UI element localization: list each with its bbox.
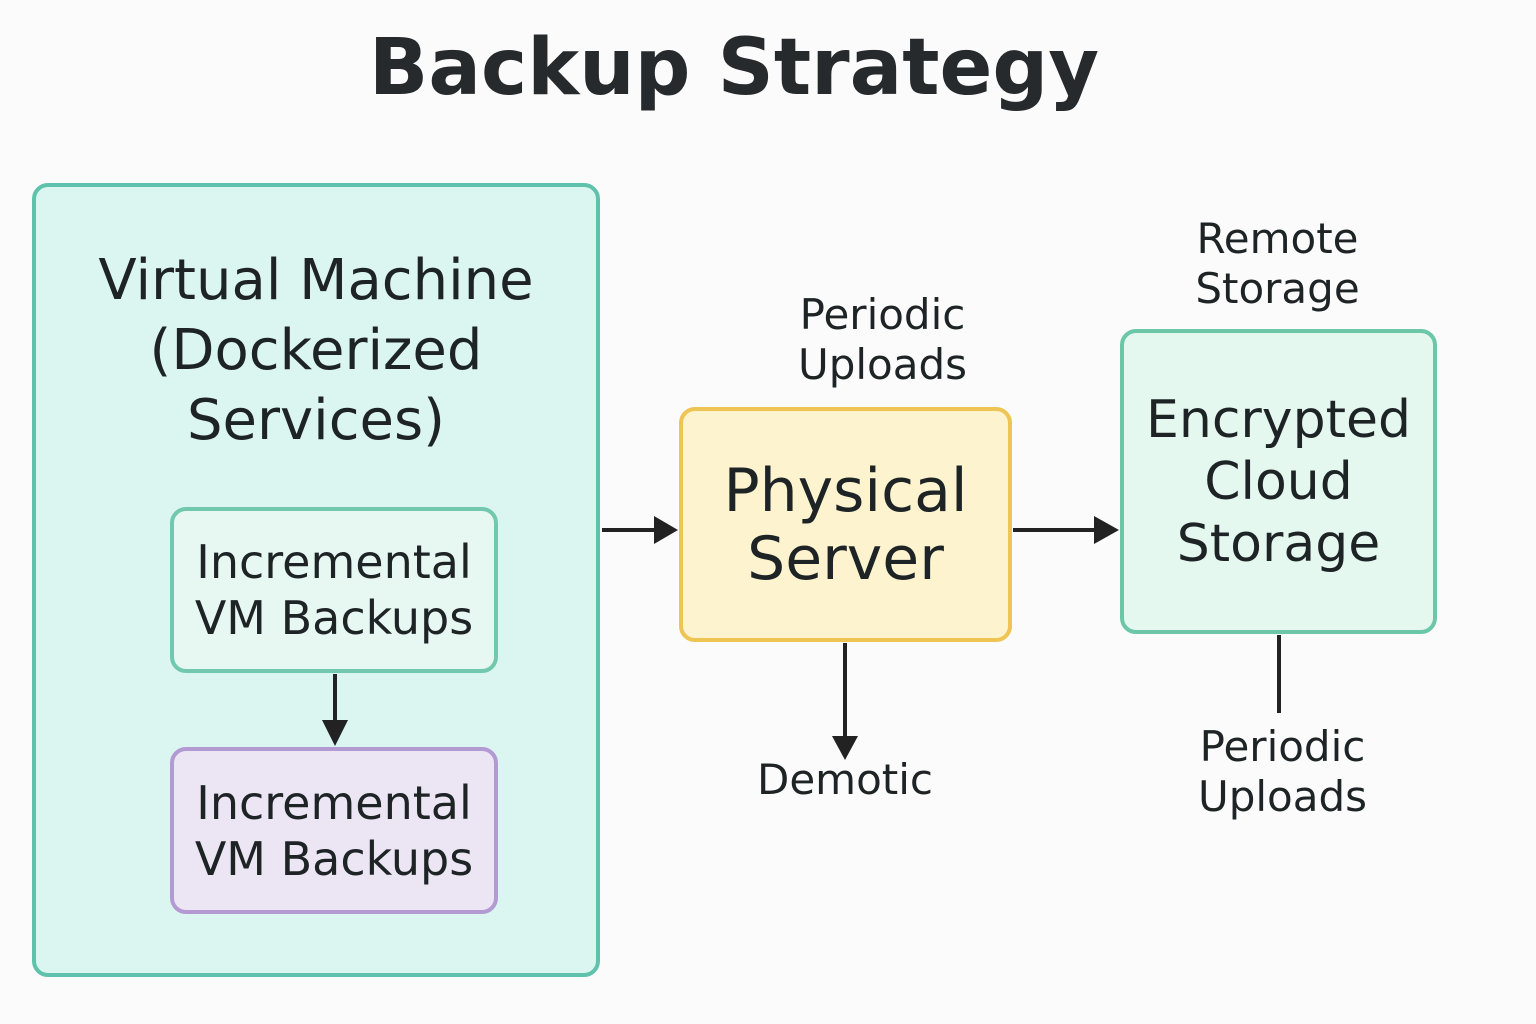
physical-server-box[interactable]: Physical Server <box>679 407 1012 642</box>
periodic-uploads-label-bottom: Periodic Uploads <box>1160 722 1405 822</box>
incremental-backups-1-line: Incremental <box>196 535 472 589</box>
incremental-backups-2-line: Incremental <box>196 775 472 830</box>
virtual-machine-title-line: Services) <box>187 388 445 453</box>
incremental-backups-box-2[interactable]: Incremental VM Backups <box>170 747 498 914</box>
periodic-uploads-label-top: Periodic Uploads <box>760 290 1005 390</box>
periodic-uploads-top-line: Uploads <box>797 340 968 389</box>
encrypted-cloud-storage-box[interactable]: Encrypted Cloud Storage <box>1120 329 1437 634</box>
virtual-machine-title: Virtual Machine (Dockerized Services) <box>32 246 600 456</box>
remote-storage-line: Storage <box>1195 264 1360 313</box>
incremental-backups-2-line: VM Backups <box>194 831 474 886</box>
arrowhead-vm-to-server <box>654 516 678 544</box>
physical-server-line: Server <box>747 523 944 594</box>
remote-storage-line: Remote <box>1196 214 1359 263</box>
physical-server-line: Physical <box>723 455 968 526</box>
virtual-machine-title-line: (Dockerized <box>149 318 483 383</box>
cloud-storage-line: Storage <box>1176 513 1381 574</box>
incremental-backups-1-line: VM Backups <box>194 591 474 645</box>
periodic-uploads-bottom-line: Uploads <box>1197 772 1368 821</box>
periodic-uploads-bottom-line: Periodic <box>1199 722 1366 771</box>
cloud-storage-line: Encrypted <box>1146 389 1411 450</box>
arrowhead-server-to-cloud <box>1094 516 1119 544</box>
incremental-backups-box-1[interactable]: Incremental VM Backups <box>170 507 498 673</box>
remote-storage-label: Remote Storage <box>1155 214 1400 314</box>
virtual-machine-title-line: Virtual Machine <box>98 248 534 313</box>
periodic-uploads-top-line: Periodic <box>799 290 966 339</box>
cloud-storage-line: Cloud <box>1204 451 1353 512</box>
demotic-label: Demotic <box>756 755 934 804</box>
diagram-title: Backup Strategy <box>368 23 1100 113</box>
